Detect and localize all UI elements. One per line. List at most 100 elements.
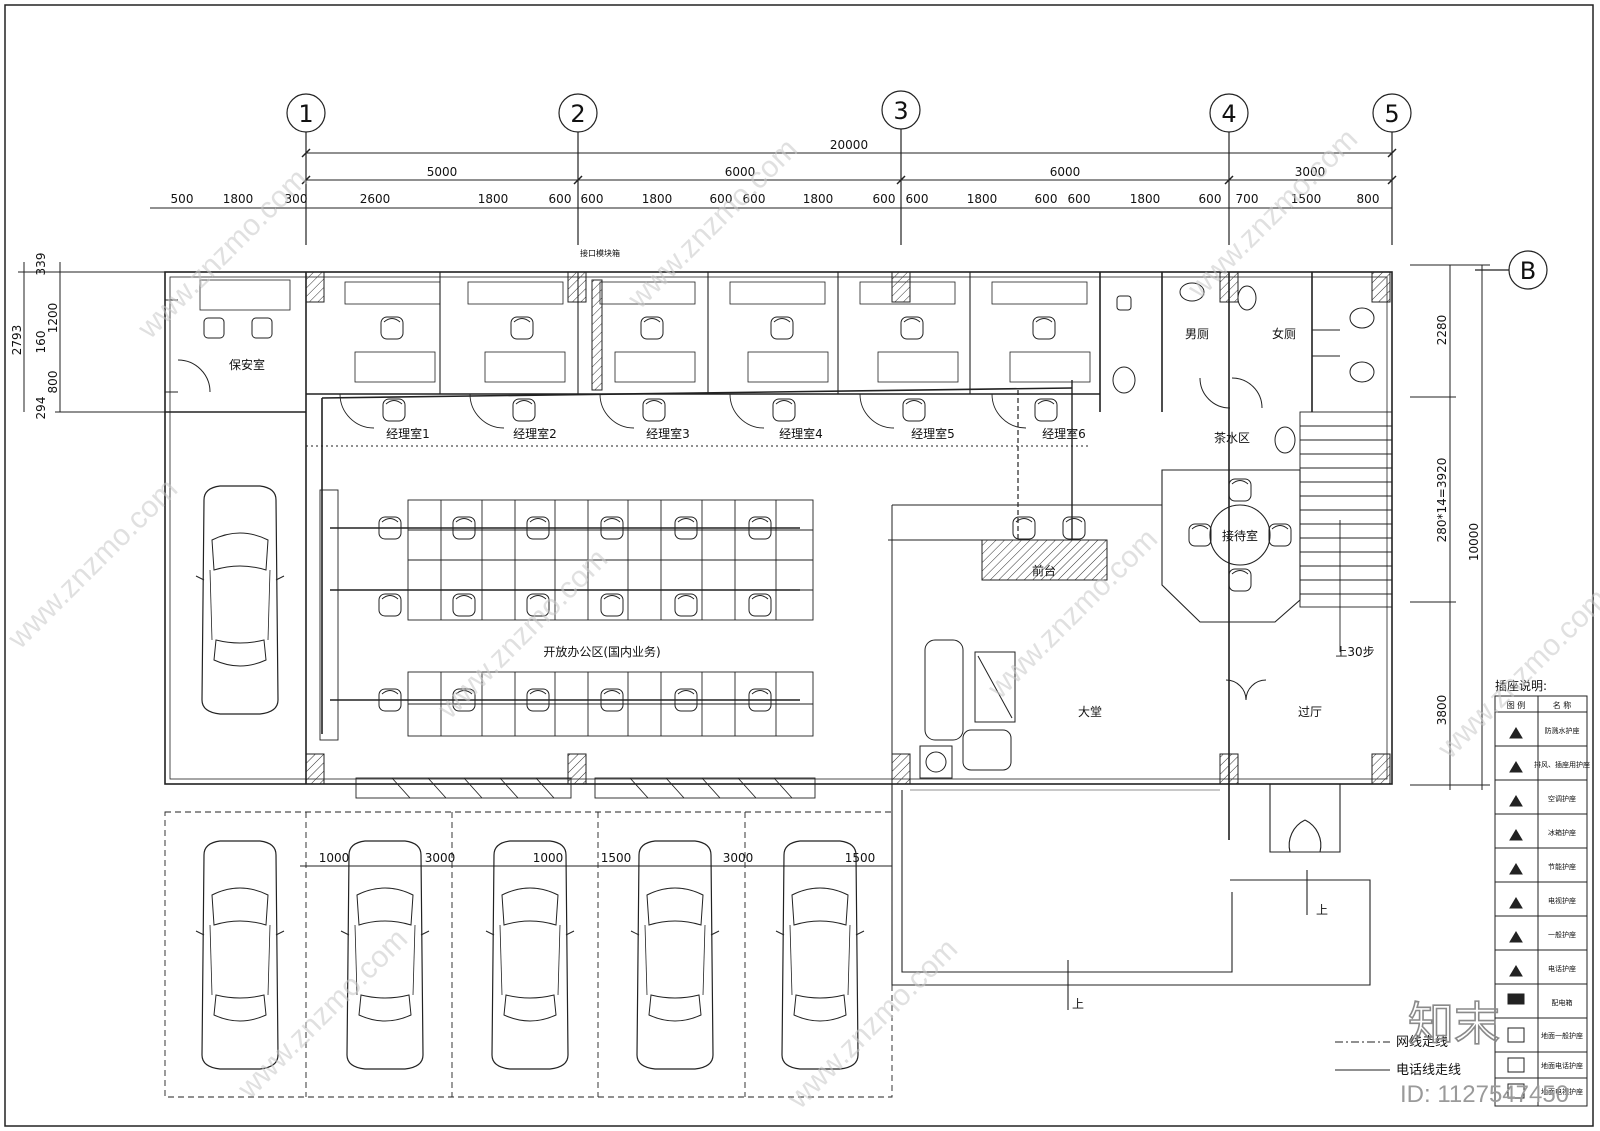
- dim-bay-2: 6000: [725, 165, 756, 179]
- room-women-wc: 女厕: [1272, 326, 1296, 341]
- socket-legend: [1494, 695, 1588, 1107]
- svg-text:600: 600: [1035, 192, 1058, 206]
- svg-text:www.znzmo.com: www.znzmo.com: [781, 932, 964, 1115]
- svg-text:www.znzmo.com: www.znzmo.com: [1181, 122, 1364, 305]
- watermark-logo: 知末: [1408, 997, 1500, 1051]
- line-legend-phone: 电话线走线: [1396, 1063, 1461, 1078]
- svg-text:地面一般护座: 地面一般护座: [1541, 1031, 1583, 1040]
- svg-text:电话护座: 电话护座: [1548, 964, 1576, 973]
- room-manager-4: 经理室4: [779, 426, 823, 441]
- axis-label-3: 3: [893, 97, 908, 125]
- svg-text:1800: 1800: [803, 192, 834, 206]
- svg-text:600: 600: [549, 192, 572, 206]
- room-front-desk: 前台: [1032, 563, 1056, 578]
- cable-runs: [321, 380, 1073, 734]
- room-manager-2: 经理室2: [513, 426, 557, 441]
- room-manager-3: 经理室3: [646, 426, 690, 441]
- switch-cabinet-label: 接口模块箱: [580, 248, 620, 258]
- svg-text:冰箱护座: 冰箱护座: [1548, 828, 1576, 837]
- svg-text:600: 600: [581, 192, 604, 206]
- legend-header-name: 名 称: [1553, 700, 1572, 710]
- dim-bay-1: 5000: [427, 165, 458, 179]
- room-hall: 过厅: [1298, 705, 1322, 719]
- cars: [195, 485, 865, 1070]
- south-windows: [355, 777, 816, 799]
- svg-text:节能护座: 节能护座: [1548, 862, 1576, 871]
- svg-text:600: 600: [1068, 192, 1091, 206]
- axis-label-2: 2: [570, 100, 585, 128]
- dimension-lines-left: [18, 262, 165, 413]
- workstations: [319, 489, 814, 741]
- svg-text:地面电话护座: 地面电话护座: [1541, 1061, 1583, 1070]
- dim-bay-3: 6000: [1050, 165, 1081, 179]
- dim-park-1: 1000: [319, 851, 350, 865]
- axis-bubbles: [286, 90, 1548, 290]
- dim-left-160: 160: [34, 331, 48, 354]
- dim-bay-4: 3000: [1295, 165, 1326, 179]
- svg-text:1800: 1800: [1130, 192, 1161, 206]
- svg-text:地面电视护座: 地面电视护座: [1541, 1087, 1583, 1096]
- manager-room-doors: [306, 393, 1090, 447]
- dim-left-2793: 2793: [10, 325, 24, 356]
- entrance-steps: [891, 783, 1371, 1010]
- svg-text:2600: 2600: [360, 192, 391, 206]
- manager-room-walls: [344, 272, 1091, 394]
- structural-columns: [305, 271, 1391, 785]
- stairs-note: 上30步: [1335, 645, 1374, 659]
- svg-text:排风、插座用护座: 排风、插座用护座: [1534, 760, 1590, 769]
- up-arrow-1: 上: [1316, 903, 1328, 917]
- drawing-frame: [4, 4, 1594, 1127]
- svg-text:1500: 1500: [1291, 192, 1322, 206]
- svg-text:www.znzmo.com: www.znzmo.com: [131, 162, 314, 345]
- svg-text:600: 600: [710, 192, 733, 206]
- svg-text:www.znzmo.com: www.znzmo.com: [231, 922, 414, 1105]
- dim-park-4: 1500: [601, 851, 632, 865]
- svg-text:1800: 1800: [223, 192, 254, 206]
- axis-label-b: B: [1520, 257, 1536, 285]
- room-security: 保安室: [229, 357, 265, 372]
- svg-text:600: 600: [873, 192, 896, 206]
- room-lobby: 大堂: [1078, 705, 1102, 719]
- line-legend-network: 网线走线: [1396, 1035, 1448, 1050]
- legend-items: 防溅水护座 排风、插座用护座 空调护座 冰箱护座 节能护座 电视护座 一般护座 …: [1534, 726, 1590, 1096]
- lobby: [888, 504, 1267, 791]
- dimension-lines-right: [1410, 264, 1490, 790]
- workstation-chairs: [378, 516, 772, 712]
- room-open-office: 开放办公区(国内业务): [543, 644, 660, 659]
- svg-text:电视护座: 电视护座: [1548, 896, 1576, 905]
- building-walls: [164, 271, 1393, 840]
- dimension-lines-top: [150, 148, 1397, 209]
- dim-left-800: 800: [46, 371, 60, 394]
- svg-text:1800: 1800: [642, 192, 673, 206]
- parking-bays: [164, 811, 893, 1098]
- watermark-id: ID: 1127547450: [1400, 1081, 1569, 1108]
- legend-title: 插座说明:: [1495, 678, 1547, 693]
- room-men-wc: 男厕: [1185, 327, 1209, 341]
- dim-park-3: 1000: [533, 851, 564, 865]
- svg-text:600: 600: [906, 192, 929, 206]
- svg-text:www.znzmo.com: www.znzmo.com: [431, 542, 614, 725]
- legend-header-symbol: 图 例: [1507, 700, 1526, 710]
- svg-text:600: 600: [1199, 192, 1222, 206]
- svg-text:800: 800: [1357, 192, 1380, 206]
- svg-text:www.znzmo.com: www.znzmo.com: [621, 132, 804, 315]
- line-legend: [1335, 1041, 1390, 1071]
- restroom-fixtures: [1112, 282, 1375, 454]
- axis-label-5: 5: [1384, 100, 1399, 128]
- svg-text:防溅水护座: 防溅水护座: [1545, 726, 1580, 735]
- room-manager-6: 经理室6: [1042, 426, 1086, 441]
- room-manager-1: 经理室1: [386, 426, 430, 441]
- dim-right-10000: 10000: [1467, 523, 1481, 561]
- dim-right-2280: 2280: [1435, 315, 1449, 346]
- switch-cabinet: [591, 279, 603, 391]
- svg-text:500: 500: [171, 192, 194, 206]
- security-room: [165, 279, 291, 393]
- svg-text:1800: 1800: [478, 192, 509, 206]
- dim-left-1200: 1200: [46, 303, 60, 334]
- svg-text:一般护座: 一般护座: [1548, 930, 1576, 939]
- dim-total: 20000: [830, 138, 868, 152]
- dim-right-3800: 3800: [1435, 695, 1449, 726]
- svg-text:600: 600: [743, 192, 766, 206]
- room-manager-5: 经理室5: [911, 426, 955, 441]
